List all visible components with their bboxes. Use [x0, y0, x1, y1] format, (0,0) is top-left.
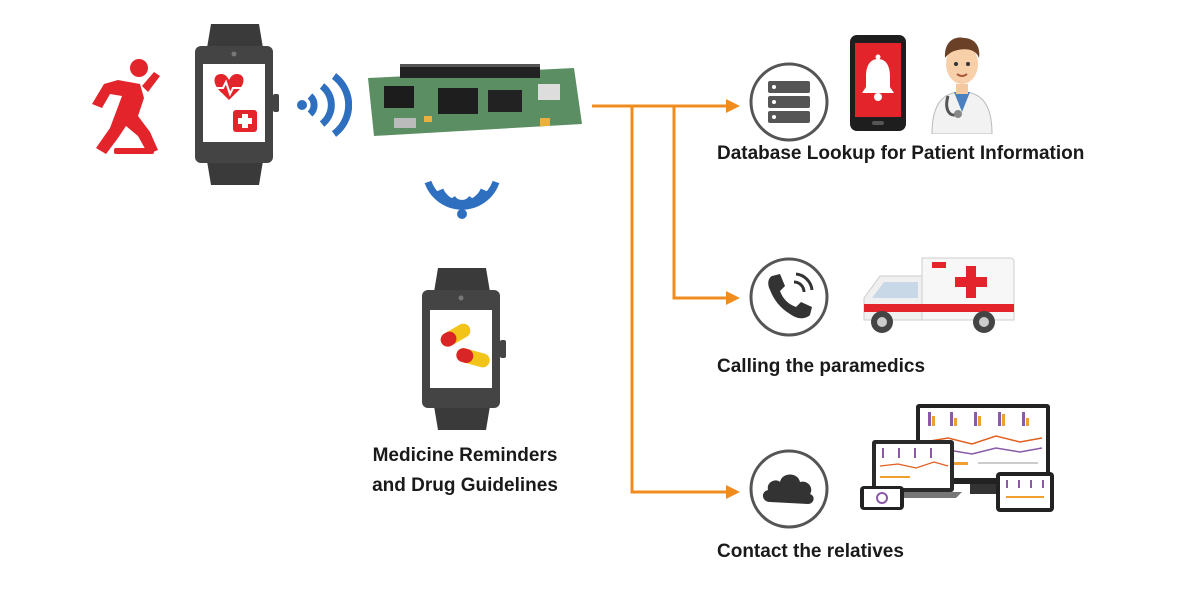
- wifi-signal-icon: [296, 72, 352, 138]
- connector-lines: [580, 80, 750, 510]
- relatives-label: Contact the relatives: [717, 541, 904, 562]
- cloud-icon: [748, 448, 830, 530]
- falling-person-icon: [84, 58, 174, 158]
- medicine-label-line1: Medicine Reminders: [372, 445, 558, 466]
- doctor-icon: [928, 26, 996, 134]
- iot-board-icon: [360, 60, 585, 140]
- database-server-icon: [748, 61, 830, 143]
- ambulance-icon: [860, 252, 1018, 336]
- smartwatch-pills-icon: [420, 266, 510, 432]
- database-label: Database Lookup for Patient Information: [717, 143, 1085, 164]
- wifi-signal-icon: [424, 168, 500, 224]
- medicine-label-line2: and Drug Guidelines: [372, 475, 558, 496]
- smartwatch-health-icon: [193, 22, 283, 187]
- paramedics-label: Calling the paramedics: [717, 356, 926, 377]
- devices-dashboard-icon: [858, 402, 1056, 514]
- alarm-phone-icon: [848, 33, 908, 133]
- medicine-label: Medicine Reminders and Drug Guidelines: [350, 441, 580, 501]
- phone-call-icon: [748, 256, 830, 338]
